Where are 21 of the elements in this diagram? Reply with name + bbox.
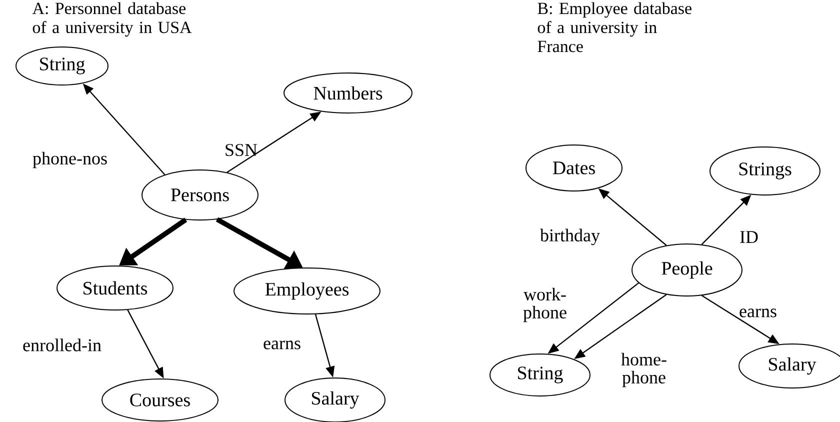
edge-label: earns [740,308,776,318]
ellipse-node: String [16,46,108,86]
ellipse-node: Strings [710,146,820,196]
ellipse-node: Students [56,265,174,310]
edge-label: work- phone [523,288,566,322]
edge-label: birthday [540,228,600,246]
ellipse-node: Numbers [284,72,412,114]
edge-label: phone-nos [32,152,107,168]
ellipse-node: Persons [142,170,258,220]
edge-label: earns [264,340,300,350]
ellipse-node: Courses [102,378,218,422]
edge-label: enrolled-in [23,338,102,352]
ellipse-node: Employees [234,267,380,314]
diagram-heading: A: Personnel database of a university in USA [32,2,192,37]
diagram-heading: B: Employee database of a university in France [538,2,692,52]
edge-label: home- phone [621,352,666,388]
ellipse-node: Dates [526,144,622,192]
ellipse-node: People [632,243,742,296]
edge-label: SSN [226,144,258,156]
edge-label: ID [740,231,758,243]
ellipse-node: String [490,353,590,396]
